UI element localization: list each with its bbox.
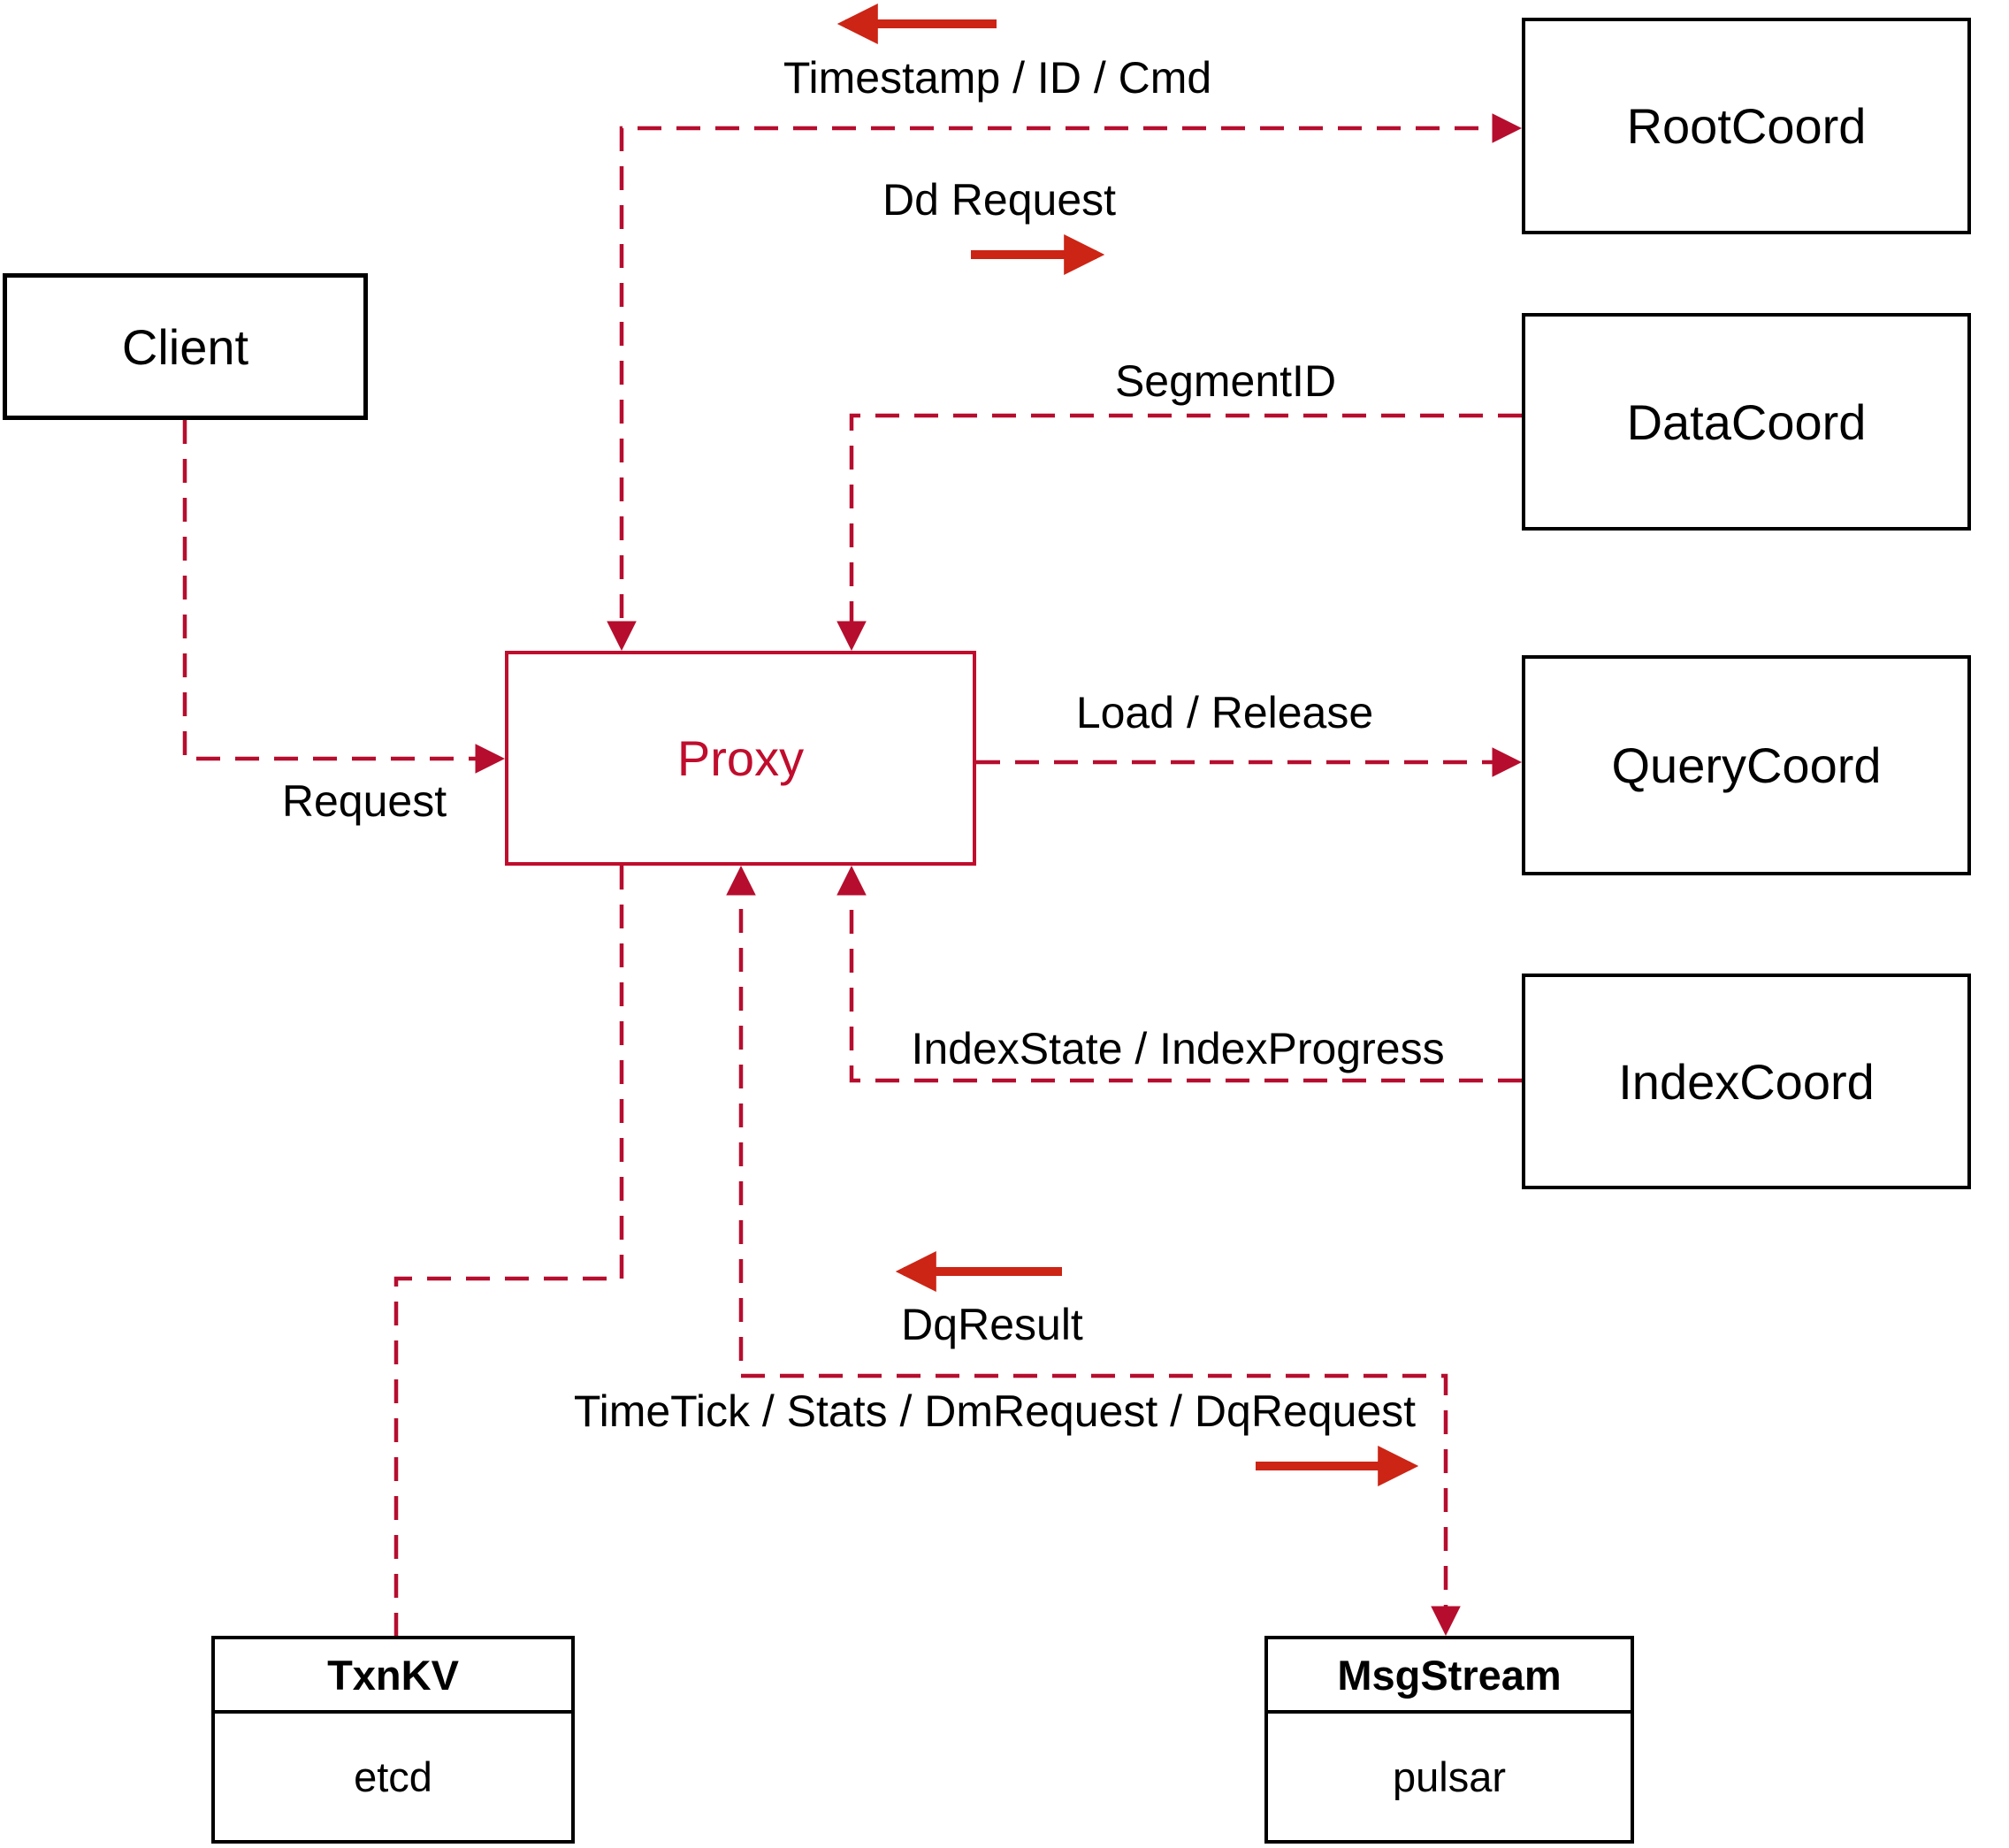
node-txnkv-title: TxnKV bbox=[215, 1639, 571, 1714]
edge-proxy-rootcoord bbox=[607, 113, 1523, 652]
node-rootcoord-label: RootCoord bbox=[1626, 98, 1867, 154]
node-proxy: Proxy bbox=[505, 651, 976, 866]
node-msgstream: MsgStream pulsar bbox=[1264, 1636, 1634, 1844]
node-txnkv-impl: etcd bbox=[354, 1753, 432, 1800]
edge-proxy-msgstream bbox=[726, 865, 1461, 1637]
edge-client-proxy bbox=[182, 420, 506, 774]
node-rootcoord: RootCoord bbox=[1522, 18, 1971, 234]
node-querycoord: QueryCoord bbox=[1522, 655, 1971, 875]
node-datacoord: DataCoord bbox=[1522, 313, 1971, 531]
node-msgstream-impl: pulsar bbox=[1392, 1753, 1506, 1800]
edge-label-load-release: Load / Release bbox=[1075, 688, 1374, 737]
node-indexcoord: IndexCoord bbox=[1522, 974, 1971, 1189]
edge-label-timetick-stats: TimeTick / Stats / DmRequest / DqRequest bbox=[573, 1386, 1417, 1436]
edge-label-index-state-progress: IndexState / IndexProgress bbox=[911, 1024, 1445, 1073]
dashed-edges bbox=[182, 113, 1523, 1637]
node-client: Client bbox=[3, 273, 368, 420]
edge-proxy-txnkv bbox=[393, 866, 624, 1636]
edge-label-dq-result: DqResult bbox=[901, 1300, 1083, 1349]
node-indexcoord-label: IndexCoord bbox=[1618, 1053, 1875, 1110]
edge-label-segment-id: SegmentID bbox=[1114, 356, 1337, 406]
node-client-label: Client bbox=[121, 318, 249, 375]
edge-datacoord-proxy bbox=[836, 413, 1522, 652]
node-txnkv: TxnKV etcd bbox=[211, 1636, 575, 1844]
edge-label-dd-request: Dd Request bbox=[882, 175, 1117, 225]
edge-label-request: Request bbox=[281, 776, 447, 826]
node-datacoord-label: DataCoord bbox=[1626, 393, 1867, 450]
node-msgstream-title: MsgStream bbox=[1268, 1639, 1631, 1714]
direction-arrows bbox=[836, 4, 1419, 1486]
node-querycoord-label: QueryCoord bbox=[1611, 737, 1882, 793]
node-proxy-label: Proxy bbox=[676, 730, 805, 786]
edge-label-timestamp-id-cmd: Timestamp / ID / Cmd bbox=[783, 53, 1212, 103]
